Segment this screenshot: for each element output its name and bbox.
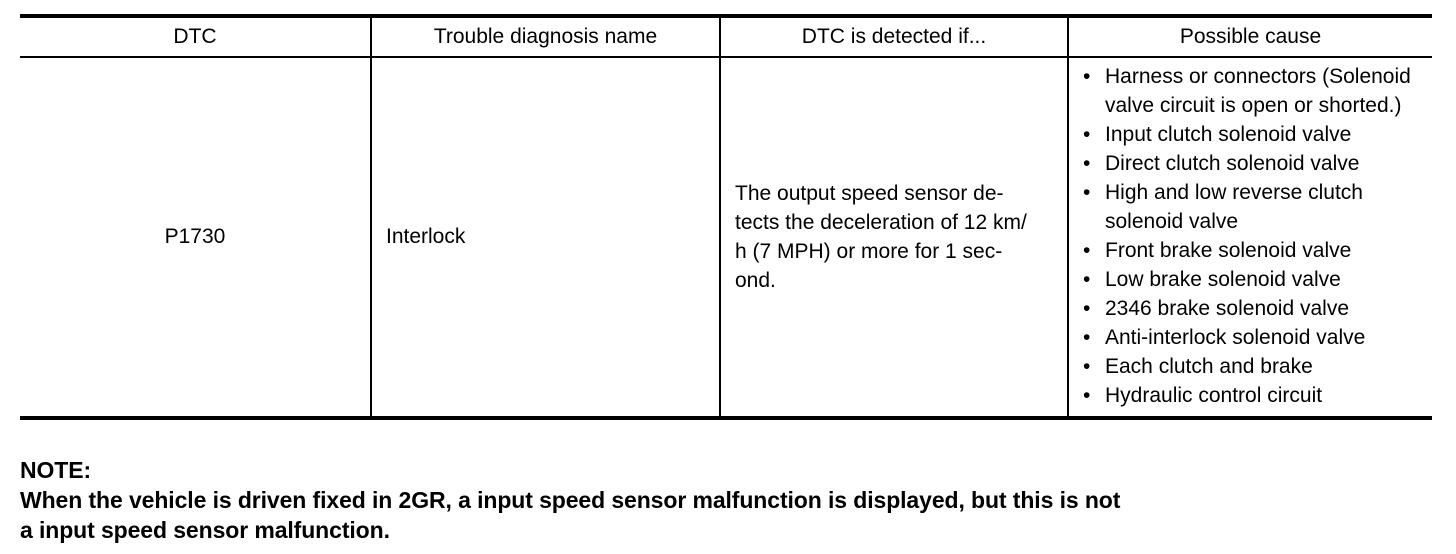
dtc-diagnosis-table: DTC Trouble diagnosis name DTC is detect… xyxy=(20,14,1432,420)
bullet-icon: • xyxy=(1083,239,1091,262)
bullet-icon: • xyxy=(1083,123,1091,146)
bullet-icon: • xyxy=(1083,268,1091,291)
bullet-icon: • xyxy=(1083,297,1091,320)
list-item: • Low brake solenoid valve xyxy=(1081,265,1428,294)
note-line-2: a input speed sensor malfunction. xyxy=(20,517,390,543)
table-header-row: DTC Trouble diagnosis name DTC is detect… xyxy=(20,14,1432,58)
table-row: P1730 Interlock The output speed sensor … xyxy=(20,57,1432,420)
bullet-icon: • xyxy=(1083,326,1091,349)
table-header: DTC Trouble diagnosis name DTC is detect… xyxy=(20,14,1432,58)
list-item: • 2346 brake solenoid valve xyxy=(1081,294,1428,323)
cell-trouble-diagnosis-name: Interlock xyxy=(370,57,720,420)
list-item: • Anti-interlock solenoid valve xyxy=(1081,323,1428,352)
list-item-label: High and low reverse clutch solenoid val… xyxy=(1105,181,1363,233)
column-header-possible-cause: Possible cause xyxy=(1067,14,1432,58)
column-header-trouble-diagnosis-name: Trouble diagnosis name xyxy=(370,14,720,58)
list-item: • Input clutch solenoid valve xyxy=(1081,120,1428,149)
cell-dtc-is-detected-if: The output speed sensor de- tects the de… xyxy=(719,57,1068,420)
detect-line-3: h (7 MPH) or more for 1 sec- xyxy=(735,240,1003,263)
list-item-label: Anti-interlock solenoid valve xyxy=(1105,326,1366,349)
list-item-label: Input clutch solenoid valve xyxy=(1105,123,1352,146)
list-item: • High and low reverse clutch solenoid va… xyxy=(1081,178,1428,236)
list-item-label: Front brake solenoid valve xyxy=(1105,239,1352,262)
list-item: • Each clutch and brake xyxy=(1081,352,1428,381)
possible-cause-list: • Harness or connectors (Solenoid valve c… xyxy=(1069,58,1432,416)
column-header-dtc: DTC xyxy=(20,14,371,58)
list-item-label: Direct clutch solenoid valve xyxy=(1105,152,1360,175)
list-item: • Direct clutch solenoid valve xyxy=(1081,149,1428,178)
bullet-icon: • xyxy=(1083,65,1091,88)
note-block: NOTE: When the vehicle is driven fixed i… xyxy=(20,455,1440,545)
table-body: P1730 Interlock The output speed sensor … xyxy=(20,57,1432,420)
list-item: • Front brake solenoid valve xyxy=(1081,236,1428,265)
column-header-dtc-is-detected-if: DTC is detected if... xyxy=(719,14,1068,58)
list-item: • Harness or connectors (Solenoid valve c… xyxy=(1081,62,1428,120)
detect-line-1: The output speed sensor de- xyxy=(735,182,1004,205)
list-item-label: Harness or connectors (Solenoid valve ci… xyxy=(1105,65,1411,117)
cell-dtc-code: P1730 xyxy=(20,57,371,420)
bullet-icon: • xyxy=(1083,152,1091,175)
note-heading: NOTE: xyxy=(20,457,92,483)
list-item: • Hydraulic control circuit xyxy=(1081,381,1428,410)
bullet-icon: • xyxy=(1083,384,1091,407)
detect-line-4: ond. xyxy=(735,269,776,292)
list-item-label: Each clutch and brake xyxy=(1105,355,1313,378)
detect-line-2: tects the deceleration of 12 km/ xyxy=(735,211,1027,234)
cell-possible-cause: • Harness or connectors (Solenoid valve c… xyxy=(1067,57,1432,420)
list-item-label: Low brake solenoid valve xyxy=(1105,268,1341,291)
list-item-label: Hydraulic control circuit xyxy=(1105,384,1323,407)
bullet-icon: • xyxy=(1083,181,1091,204)
note-line-1: When the vehicle is driven fixed in 2GR,… xyxy=(20,487,1121,513)
bullet-icon: • xyxy=(1083,355,1091,378)
list-item-label: 2346 brake solenoid valve xyxy=(1105,297,1350,320)
